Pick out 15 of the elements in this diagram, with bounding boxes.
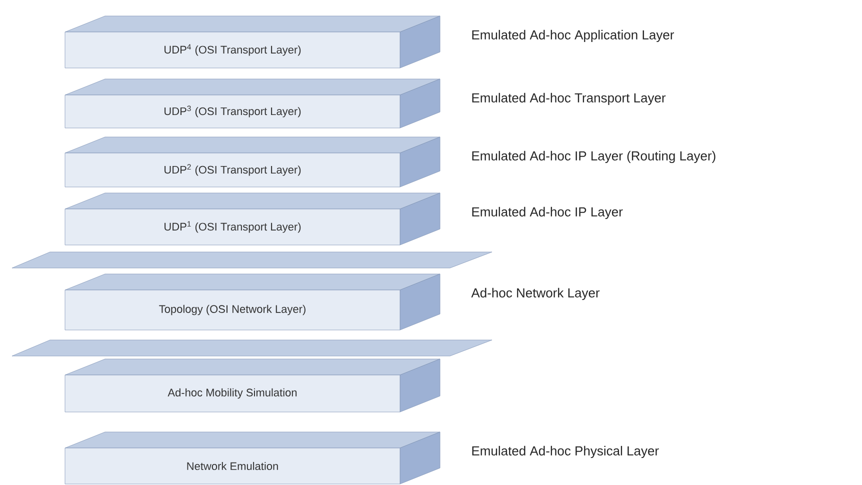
layer-block: Ad-hoc Mobility Simulation bbox=[64, 358, 440, 412]
layer-label: Emulated Ad-hoc IP Layer (Routing Layer) bbox=[472, 150, 716, 164]
layer-label: Emulated Ad-hoc IP Layer bbox=[472, 206, 623, 220]
layer-block: UDP$^{3}$ (OSI Transport Layer) bbox=[64, 78, 440, 128]
layer-block: UDP$^{4}$ (OSI Transport Layer) bbox=[64, 16, 440, 68]
layer-block: UDP$^{2}$ (OSI Transport Layer) bbox=[64, 136, 440, 188]
layer-block: UDP$^{1}$ (OSI Transport Layer) bbox=[64, 192, 440, 246]
layer-block: Topology (OSI Network Layer) bbox=[64, 274, 440, 330]
plate bbox=[12, 340, 492, 356]
layer-label: Emulated Ad-hoc Physical Layer bbox=[472, 446, 659, 458]
layer-block: Network Emulation bbox=[64, 432, 440, 484]
plate bbox=[12, 252, 492, 268]
layer-label: Emulated Ad-hoc Transport Layer bbox=[472, 92, 666, 106]
layer-label: Emulated Ad-hoc Application Layer bbox=[472, 30, 674, 42]
layer-label: Ad-hoc Network Layer bbox=[471, 288, 600, 300]
